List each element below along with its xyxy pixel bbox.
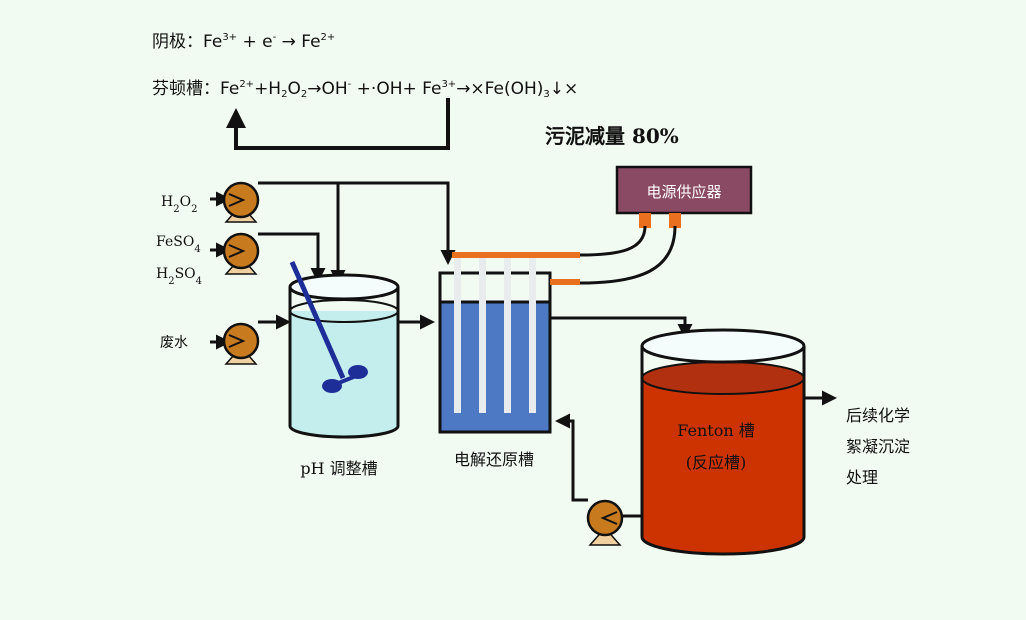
cathode-label: 阴极： bbox=[152, 32, 203, 52]
fenton-formula-part: 3+ bbox=[441, 79, 457, 90]
cathode-formula-part: 3+ bbox=[222, 32, 238, 43]
power-supply-box bbox=[615, 165, 753, 215]
electrode-bar-top bbox=[452, 252, 580, 258]
wastewater-label: 废水 bbox=[160, 335, 188, 351]
fenton-tank bbox=[640, 328, 806, 556]
ph-tank-label: pH 调整槽 bbox=[300, 459, 377, 478]
cathode-formula-part: 2+ bbox=[320, 32, 336, 43]
feso4-label: FeSO4 bbox=[156, 234, 201, 255]
power-terminal-right bbox=[669, 213, 681, 228]
fenton-tank-label: Fenton 槽 bbox=[677, 421, 754, 440]
h2o2-feed-line bbox=[258, 181, 456, 265]
electrode-bar-bottom bbox=[550, 279, 580, 285]
output-line1: 后续化学 bbox=[846, 406, 910, 425]
fenton-formula-part: +·OH+ Fe bbox=[351, 79, 442, 99]
ph-adjust-tank bbox=[288, 260, 400, 439]
cathode-equation: 阴极：Fe3+ + e- → Fe2+ bbox=[152, 27, 335, 52]
pump-feso4 bbox=[222, 232, 260, 275]
electrode-3 bbox=[504, 258, 511, 413]
fenton-formula-part: +H bbox=[254, 79, 282, 99]
fenton-equation: 芬顿槽：Fe2++H2O2→OH- +·OH+ Fe3+→×Fe(OH)3↓× bbox=[152, 74, 578, 100]
output-line2: 絮凝沉淀 bbox=[846, 437, 910, 456]
sludge-reduction-text: 污泥减量 80% bbox=[545, 124, 679, 148]
feso4-feed-line bbox=[258, 232, 326, 283]
fenton-tank-sublabel: (反应槽) bbox=[686, 453, 747, 472]
fenton-formula-part: 2 bbox=[300, 89, 308, 100]
power-terminal-left bbox=[639, 213, 651, 228]
fenton-formula-part: - bbox=[347, 79, 352, 90]
fenton-formula-part: 3 bbox=[543, 89, 550, 100]
fenton-formula-part: ↓× bbox=[549, 79, 579, 99]
fenton-label: 芬顿槽： bbox=[152, 79, 220, 99]
cathode-formula-part: - bbox=[272, 32, 277, 43]
pump-h2o2 bbox=[222, 181, 260, 223]
h2o2-label: H2O2 bbox=[161, 194, 197, 215]
fenton-formula-part: 2+ bbox=[239, 79, 255, 90]
electrode-1 bbox=[454, 258, 461, 413]
cathode-formula-part: Fe bbox=[203, 32, 223, 52]
electrode-4 bbox=[529, 258, 536, 413]
power-supply-label: 电源供应器 bbox=[646, 183, 721, 201]
recycle-to-electro-line bbox=[555, 413, 588, 502]
electro-to-fenton-line bbox=[550, 316, 693, 339]
electrode-2 bbox=[479, 258, 486, 413]
cathode-formula-part: + e bbox=[237, 32, 273, 52]
fenton-formula-part: O bbox=[287, 79, 301, 99]
electrolysis-tank bbox=[438, 252, 580, 434]
pump-wastewater bbox=[222, 322, 260, 365]
cathode-formula: Fe3+ + e- → Fe2+ bbox=[203, 32, 335, 52]
fenton-formula-part: Fe bbox=[220, 79, 240, 99]
power-cable-1 bbox=[579, 225, 647, 257]
fenton-formula: Fe2++H2O2→OH- +·OH+ Fe3+→×Fe(OH)3↓× bbox=[220, 79, 579, 100]
fenton-formula-part: →OH bbox=[307, 79, 348, 99]
power-cable-2 bbox=[579, 225, 677, 285]
fenton-formula-part: 2 bbox=[281, 89, 288, 100]
h2so4-label: H2SO4 bbox=[156, 266, 202, 287]
cathode-formula-part: → Fe bbox=[276, 32, 321, 52]
fe3-recycle-arrow bbox=[226, 98, 450, 150]
pump-recycle bbox=[586, 499, 624, 546]
fenton-formula-part: →×Fe(OH) bbox=[456, 79, 544, 99]
output-line3: 处理 bbox=[846, 468, 878, 487]
stirrer-shaft bbox=[289, 260, 346, 380]
electro-tank-label: 电解还原槽 bbox=[454, 450, 534, 469]
